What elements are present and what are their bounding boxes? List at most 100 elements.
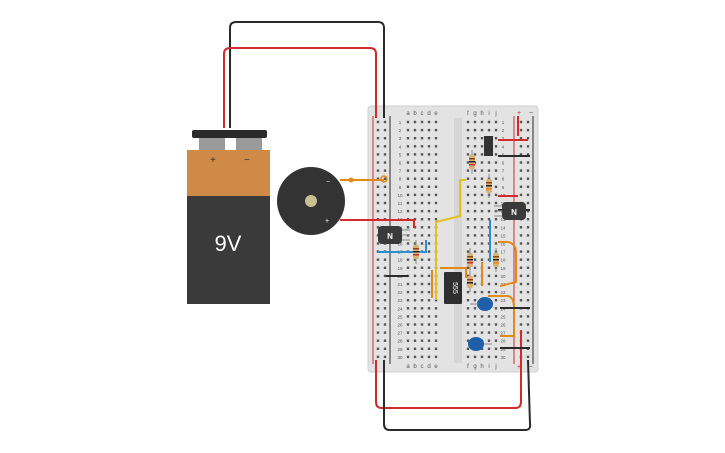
- breadboard-hole: [466, 185, 470, 188]
- rail-plus-label-top: +: [517, 110, 521, 117]
- breadboard-hole: [473, 242, 477, 245]
- breadboard-hole: [473, 153, 477, 156]
- breadboard-hole: [487, 339, 491, 342]
- orange-wire-5[interactable]: [488, 295, 515, 337]
- rail-hole: [376, 323, 380, 326]
- breadboard-hole: [480, 218, 484, 221]
- slide-switch[interactable]: [484, 136, 493, 156]
- resistor-5[interactable]: [467, 272, 473, 292]
- row-number: 16: [397, 242, 403, 247]
- rail-hole: [376, 193, 380, 197]
- column-letter: j: [494, 111, 496, 117]
- orange-wire-2[interactable]: [440, 267, 467, 278]
- black-wire-bottom-loop[interactable]: [383, 359, 532, 431]
- breadboard-hole: [494, 234, 498, 237]
- rail-hole: [383, 153, 387, 156]
- breadboard-hole: [406, 145, 410, 148]
- breadboard-hole: [480, 290, 484, 294]
- buzzer-plus-label: +: [325, 218, 329, 225]
- breadboard-hole: [434, 161, 438, 164]
- rail-hole: [383, 193, 387, 197]
- rail-hole: [519, 177, 523, 180]
- rail-hole: [376, 258, 380, 261]
- breadboard-hole: [406, 209, 410, 213]
- row-number: 4: [399, 144, 402, 149]
- column-letter: b: [413, 364, 417, 370]
- breadboard-hole: [413, 145, 417, 148]
- piezo-buzzer[interactable]: − +: [277, 167, 345, 235]
- orange-wire-4[interactable]: [498, 241, 517, 287]
- red-wire-battery-to-board[interactable]: [223, 47, 377, 128]
- blue-wire-left[interactable]: [378, 240, 427, 253]
- rail-hole: [526, 250, 530, 253]
- breadboard-hole: [413, 282, 417, 286]
- red-wire-buzzer-plus[interactable]: [340, 219, 415, 228]
- breadboard-hole: [494, 290, 498, 294]
- breadboard-hole: [427, 258, 431, 261]
- row-number: 27: [500, 331, 506, 336]
- yellow-wire[interactable]: [435, 179, 466, 300]
- rail-hole: [519, 282, 523, 286]
- buzzer-center: [305, 195, 317, 207]
- breadboard-hole: [473, 258, 477, 261]
- breadboard-hole: [434, 209, 438, 213]
- breadboard-hole: [427, 226, 431, 229]
- battery-minus-label: −: [244, 155, 250, 166]
- breadboard-hole: [420, 161, 424, 164]
- row-number: 30: [397, 355, 403, 360]
- black-wire-battery-to-board[interactable]: [229, 21, 385, 128]
- breadboard-hole: [427, 355, 431, 359]
- breadboard-hole: [480, 250, 484, 253]
- breadboard-hole: [473, 201, 477, 205]
- breadboard-hole: [420, 169, 424, 172]
- transistor-left[interactable]: N: [378, 226, 410, 244]
- breadboard-hole: [420, 145, 424, 148]
- breadboard-hole: [406, 177, 410, 180]
- capacitor-2[interactable]: [468, 337, 484, 351]
- breadboard-hole: [427, 120, 431, 124]
- breadboard-hole: [406, 347, 410, 350]
- breadboard-hole: [413, 120, 417, 124]
- breadboard-hole: [487, 128, 491, 132]
- rail-hole: [526, 282, 530, 286]
- breadboard-hole: [427, 169, 431, 172]
- rail-hole: [376, 331, 380, 334]
- rail-hole: [526, 128, 530, 132]
- capacitors: [468, 297, 493, 351]
- transistor-right[interactable]: N: [494, 202, 526, 220]
- row-number: 27: [397, 331, 403, 336]
- breadboard-hole: [427, 185, 431, 188]
- breadboard-hole: [420, 323, 424, 326]
- resistor-2[interactable]: [486, 174, 492, 198]
- breadboard-hole: [466, 274, 470, 278]
- rail-hole: [376, 282, 380, 286]
- breadboard-hole: [466, 323, 470, 326]
- battery-terminal-plus: [199, 136, 225, 150]
- breadboard-hole: [427, 347, 431, 350]
- battery-9v[interactable]: + − 9V: [187, 130, 270, 304]
- column-letter: d: [427, 111, 430, 117]
- ic-555-chip[interactable]: 555: [444, 272, 462, 304]
- breadboard-hole: [473, 315, 477, 318]
- breadboard-hole: [494, 128, 498, 132]
- red-wire-bottom-loop[interactable]: [375, 330, 522, 409]
- rail-hole: [383, 161, 387, 164]
- breadboard-hole: [427, 234, 431, 237]
- capacitor-1[interactable]: [477, 297, 493, 311]
- resistor-1[interactable]: [469, 150, 475, 174]
- row-number: 3: [502, 136, 505, 141]
- rail-hole: [376, 339, 380, 342]
- breadboard-hole: [473, 331, 477, 334]
- breadboard-hole: [434, 201, 438, 205]
- row-number: 1: [399, 120, 402, 125]
- breadboard-hole: [420, 242, 424, 245]
- resistor-3[interactable]: [413, 240, 419, 264]
- row-number: 18: [397, 258, 403, 263]
- breadboard-hole: [466, 218, 470, 221]
- rail-hole: [383, 290, 387, 294]
- resistor-6[interactable]: [493, 248, 499, 272]
- breadboard-hole: [466, 299, 470, 302]
- resistor-4[interactable]: [467, 248, 473, 272]
- row-number: 19: [397, 266, 403, 271]
- breadboard-hole: [427, 161, 431, 164]
